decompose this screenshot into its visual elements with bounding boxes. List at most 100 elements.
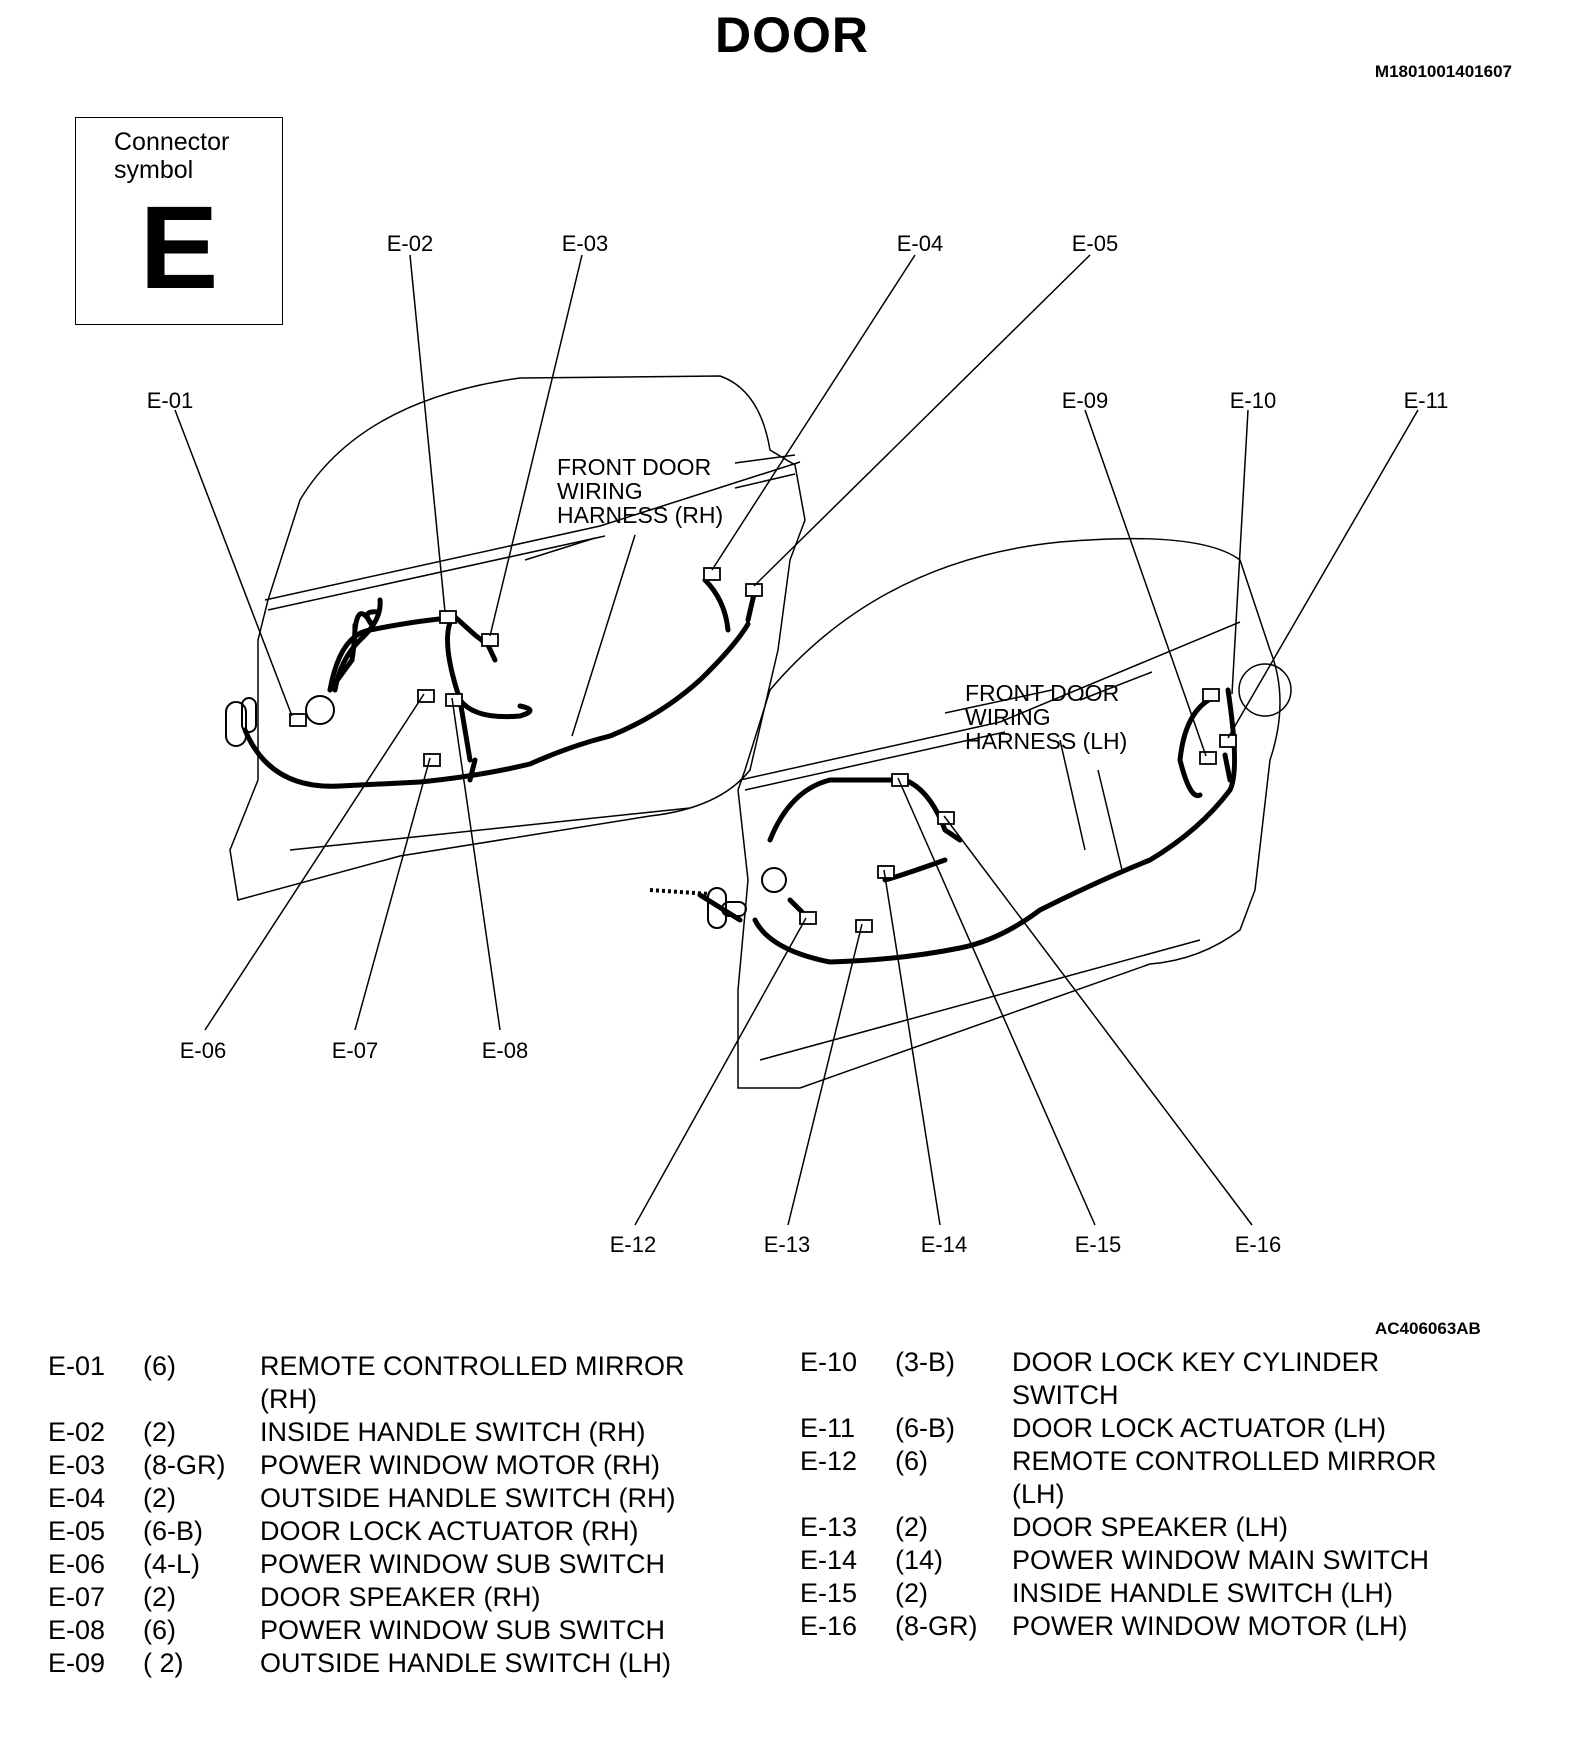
legend-pins: (2)	[143, 1417, 176, 1447]
legend-left: E-01(6)REMOTE CONTROLLED MIRROR (RH) E-0…	[48, 1350, 730, 1680]
legend-pins: (6-B)	[895, 1413, 955, 1443]
harness-label-lh-line-2: WIRING	[965, 704, 1051, 730]
callout-e-10: E-10	[1230, 388, 1276, 413]
legend-pins: (14)	[895, 1545, 944, 1575]
legend-desc: OUTSIDE HANDLE SWITCH (LH)	[260, 1648, 672, 1678]
legend-pins: (6)	[143, 1615, 176, 1645]
harness-label-lh: FRONT DOOR WIRING HARNESS (LH)	[965, 680, 1127, 754]
legend-pins: (4-L)	[143, 1549, 201, 1579]
legend-code: E-11	[800, 1413, 856, 1443]
door-wiring-diagram: FRONT DOOR WIRING HARNESS (RH) FRONT DOO…	[147, 231, 1449, 1257]
legend-code: E-13	[800, 1512, 858, 1542]
legend-code: E-14	[800, 1545, 858, 1575]
legend-code: E-02	[48, 1417, 106, 1447]
legend-row: E-10 (3-B) DOOR LOCK KEY CYLINDER SWITCH	[800, 1346, 1482, 1412]
legend-desc: DOOR SPEAKER (RH)	[260, 1582, 541, 1612]
legend-pins: ( 2)	[143, 1648, 184, 1678]
legend-row: E-05 (6-B) DOOR LOCK ACTUATOR (RH)	[48, 1515, 730, 1548]
figure-id: AC406063AB	[1375, 1319, 1481, 1338]
legend-desc: REMOTE CONTROLLED MIRROR (RH)	[260, 1351, 685, 1414]
legend-pins: (6-B)	[143, 1516, 203, 1546]
legend-row: E-13 (2) DOOR SPEAKER (LH)	[800, 1511, 1482, 1544]
legend-row: E-06 (4-L) POWER WINDOW SUB SWITCH	[48, 1548, 730, 1581]
legend-pins: (2)	[895, 1578, 928, 1608]
harness-label-rh-line-2: WIRING	[557, 478, 643, 504]
harness-label-rh-line-3: HARNESS (RH)	[557, 502, 723, 528]
legend-code: E-08	[48, 1615, 106, 1645]
legend-desc: DOOR SPEAKER (LH)	[1012, 1512, 1289, 1542]
legend-desc: INSIDE HANDLE SWITCH (RH)	[260, 1417, 646, 1447]
legend-desc: POWER WINDOW SUB SWITCH	[260, 1615, 665, 1645]
legend-row: E-04 (2) OUTSIDE HANDLE SWITCH (RH)	[48, 1482, 730, 1515]
lh-wiring-harness	[697, 687, 1238, 965]
callout-e-04: E-04	[897, 231, 943, 256]
legend-code: E-15	[800, 1578, 858, 1608]
connector-symbol-letter: E	[139, 182, 219, 314]
document-id: M1801001401607	[1374, 62, 1512, 81]
callout-leader-lines	[174, 254, 1419, 1226]
legend-desc: REMOTE CONTROLLED MIRROR (LH)	[1012, 1446, 1437, 1509]
legend-desc: DOOR LOCK ACTUATOR (RH)	[260, 1516, 639, 1546]
connector-blocks	[289, 567, 1237, 933]
callout-e-08: E-08	[482, 1038, 528, 1063]
connector-symbol-box: Connector symbol E	[75, 117, 283, 325]
callout-e-01: E-01	[147, 388, 193, 413]
legend-desc: POWER WINDOW MOTOR (LH)	[1012, 1611, 1408, 1641]
callout-e-12: E-12	[610, 1232, 656, 1257]
legend-code: E-07	[48, 1582, 106, 1612]
harness-label-lh-line-3: HARNESS (LH)	[965, 728, 1127, 754]
harness-label-rh-line-1: FRONT DOOR	[557, 454, 711, 480]
legend-row: E-01(6)REMOTE CONTROLLED MIRROR (RH)	[48, 1350, 730, 1416]
connector-callouts: E-01 E-02 E-03 E-04 E-05 E-06 E-07 E-08 …	[147, 231, 1449, 1257]
legend-row: E-16 (8-GR) POWER WINDOW MOTOR (LH)	[800, 1610, 1482, 1643]
legend-desc: INSIDE HANDLE SWITCH (LH)	[1012, 1578, 1394, 1608]
rh-wiring-harness	[242, 577, 758, 789]
legend-right: E-10 (3-B) DOOR LOCK KEY CYLINDER SWITCH E…	[800, 1346, 1482, 1643]
harness-label-rh: FRONT DOOR WIRING HARNESS (RH)	[557, 454, 723, 528]
connector-symbol-label: Connector symbol	[114, 128, 230, 184]
legend-row: E-03(8-GR)POWER WINDOW MOTOR (RH)	[48, 1449, 730, 1482]
callout-e-15: E-15	[1075, 1232, 1121, 1257]
callout-e-14: E-14	[921, 1232, 967, 1257]
callout-e-07: E-07	[332, 1038, 378, 1063]
legend-desc: OUTSIDE HANDLE SWITCH (RH)	[260, 1483, 676, 1513]
legend-row: E-12 (6) REMOTE CONTROLLED MIRROR (LH)	[800, 1445, 1482, 1511]
legend-row: E-14 (14) POWER WINDOW MAIN SWITCH	[800, 1544, 1482, 1577]
harness-label-lh-line-1: FRONT DOOR	[965, 680, 1119, 706]
legend-code: E-12	[800, 1446, 858, 1476]
legend-row: E-08 (6) POWER WINDOW SUB SWITCH	[48, 1614, 730, 1647]
legend-code: E-16	[800, 1611, 858, 1641]
legend-desc: DOOR LOCK KEY CYLINDER SWITCH	[1012, 1347, 1380, 1410]
callout-e-16: E-16	[1235, 1232, 1281, 1257]
legend-desc: POWER WINDOW MAIN SWITCH	[1012, 1545, 1429, 1575]
legend-code: E-06	[48, 1549, 106, 1579]
callout-e-03: E-03	[562, 231, 608, 256]
legend-pins: (3-B)	[895, 1347, 955, 1377]
legend-pins: (2)	[895, 1512, 928, 1542]
legend-pins: (6)	[895, 1446, 928, 1476]
legend-pins: (2)	[143, 1483, 176, 1513]
rh-door-outline	[229, 375, 806, 901]
legend-code: E-09	[48, 1648, 106, 1678]
legend-desc: POWER WINDOW SUB SWITCH	[260, 1549, 665, 1579]
callout-e-09: E-09	[1062, 388, 1108, 413]
page-title: DOOR	[715, 7, 869, 63]
legend-desc: POWER WINDOW MOTOR (RH)	[260, 1450, 660, 1480]
callout-e-11: E-11	[1404, 388, 1449, 413]
legend-code: E-03	[48, 1450, 106, 1480]
legend-row: E-07(2)DOOR SPEAKER (RH)	[48, 1581, 730, 1614]
legend-row: E-11 (6-B) DOOR LOCK ACTUATOR (LH)	[800, 1412, 1482, 1445]
legend-code: E-01	[48, 1351, 106, 1381]
harness-clips	[225, 695, 787, 929]
legend-desc: DOOR LOCK ACTUATOR (LH)	[1012, 1413, 1387, 1443]
legend-pins: (8-GR)	[895, 1611, 978, 1641]
legend-code: E-04	[48, 1483, 106, 1513]
legend-code: E-10	[800, 1347, 858, 1377]
callout-e-05: E-05	[1072, 231, 1118, 256]
legend-row: E-02 (2) INSIDE HANDLE SWITCH (RH)	[48, 1416, 730, 1449]
callout-e-13: E-13	[764, 1232, 810, 1257]
legend-code: E-05	[48, 1516, 106, 1546]
callout-e-06: E-06	[180, 1038, 226, 1063]
legend-row: E-09 ( 2) OUTSIDE HANDLE SWITCH (LH)	[48, 1647, 730, 1680]
callout-e-02: E-02	[387, 231, 433, 256]
